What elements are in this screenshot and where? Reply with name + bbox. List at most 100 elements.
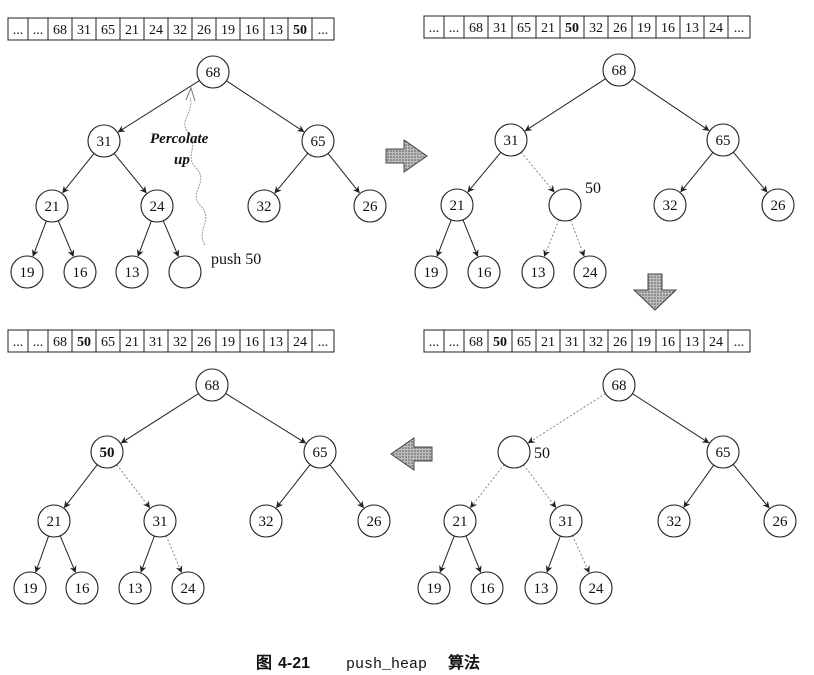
tree-node [10,255,44,289]
array-cell-text: 26 [197,335,211,350]
tree-node-label: 32 [257,199,272,215]
array-cell-text: ... [449,21,460,36]
tree-node [657,504,691,538]
tree-edge [467,151,502,193]
array-cell-text: 24 [709,21,723,36]
array-cell-text: ... [734,335,745,350]
tree-edge [732,151,768,193]
tree-node [90,435,124,469]
tree-node [602,53,636,87]
array-cell [727,15,751,39]
tree-edge [523,464,557,508]
caption-code: push_heap [346,656,427,673]
tree-node-label: 19 [20,265,35,281]
array-cell-text: 19 [637,335,651,350]
array-cell-text: ... [13,335,24,350]
array-cell-text: 68 [53,335,67,350]
tree-node-label: 24 [150,199,166,215]
array-cell-text: 13 [269,335,283,350]
array-cell-text: 65 [517,335,531,350]
array-cell-text: 16 [245,23,259,38]
tree-edge [572,535,590,574]
tree-edge [527,393,606,444]
tree-node-label: 24 [589,581,605,597]
array-cell-text: 13 [685,335,699,350]
tree-node-label: 65 [716,133,731,149]
tree-node-label: 65 [313,445,328,461]
tree-node [548,188,582,222]
tree-node-label: 65 [311,134,326,150]
tree-edge [113,153,147,194]
array-cell-text: 31 [149,335,163,350]
array-cell-text: 26 [613,21,627,36]
tree-node-label: 26 [367,514,383,530]
tree-node [115,255,149,289]
array-cell-text: 65 [101,335,115,350]
tree-edge [57,220,75,257]
tree-node-label: 50 [100,445,115,461]
array-cell-text: 50 [293,23,307,38]
tree-node-label: 68 [612,63,627,79]
array-cell-text: ... [449,335,460,350]
array-cell-text: ... [33,23,44,38]
array-cell-text: 31 [493,21,507,36]
tree-node-label: 21 [450,198,465,214]
tree-node-label: 68 [206,65,221,81]
tree-node-label: 31 [153,514,168,530]
tree-node-label: 19 [424,265,439,281]
array-cell-text: ... [429,21,440,36]
array-cell-text: 65 [101,23,115,38]
tree-edge [465,535,482,573]
tree-node [140,189,174,223]
array-cell-text: 13 [685,21,699,36]
tree-node [171,571,205,605]
array-cell-text: ... [318,335,329,350]
tree-node [303,435,337,469]
tree-node [414,255,448,289]
tree-node [706,435,740,469]
tree-edge [632,393,710,444]
array-cell [311,17,335,41]
tree-edge [543,219,560,257]
array-cell-text: 68 [469,335,483,350]
array-cell-text: ... [734,21,745,36]
caption-fig-number: 4-21 [278,655,310,672]
tree-edge [62,153,95,194]
percolate-label-line2: up [174,152,190,168]
array-cell [727,329,751,353]
tree-node [706,123,740,157]
tree-node-label: 19 [23,581,38,597]
tree-node [763,504,797,538]
array-cell-text: 19 [221,335,235,350]
array-cell-text: 19 [637,21,651,36]
tree-node [247,189,281,223]
tree-edge [117,80,200,133]
array-cell-text: 65 [517,21,531,36]
tree-edge [570,219,586,257]
tree-node [494,123,528,157]
array-cell-text: 32 [173,23,187,38]
tree-node [143,504,177,538]
tree-node-label: 21 [453,514,468,530]
tree-node [761,188,795,222]
tree-node [301,124,335,158]
tree-node [653,188,687,222]
tree-edge [226,80,305,133]
tree-node-label: 19 [427,581,442,597]
tree-node-label: 16 [75,581,91,597]
tree-edge [116,464,151,509]
tree-edge [439,535,455,573]
tree-node [37,504,71,538]
tree-node-label: 32 [259,514,274,530]
array-cell-text: 21 [541,21,555,36]
tree-node [549,504,583,538]
array-cell-text: ... [33,335,44,350]
tree-node [470,571,504,605]
tree-edge [545,535,561,573]
tree-node [357,504,391,538]
